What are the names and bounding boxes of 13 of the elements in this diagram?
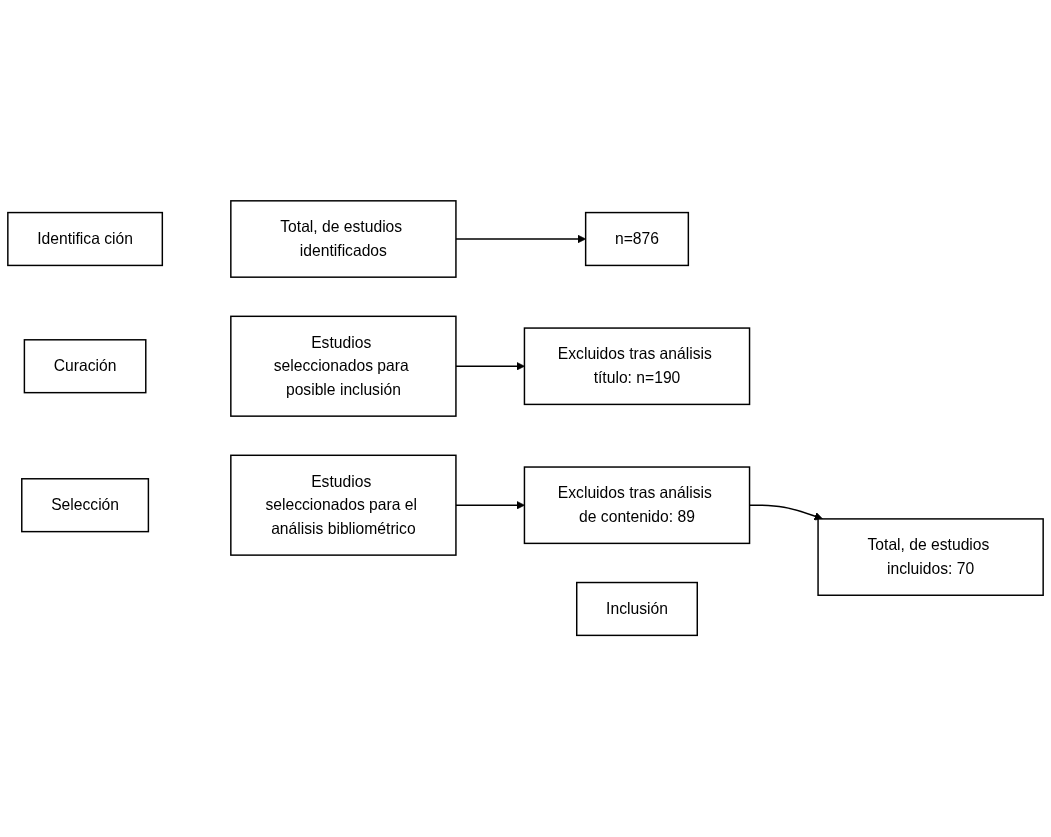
- node-box: n=876: [584, 212, 690, 267]
- node-box: Curación: [23, 339, 147, 394]
- node-box: Identifica ción: [7, 212, 164, 267]
- node-box: Inclusión: [576, 582, 698, 637]
- node-box: Selección: [21, 478, 150, 533]
- node-box: Estudios seleccionados para el análisis bibliométrico: [230, 454, 457, 557]
- arrow: [455, 501, 525, 510]
- arrow: [455, 362, 525, 371]
- node-box: Total, de estudios incluidos: 70: [817, 518, 1044, 597]
- node-box: Estudios seleccionados para posible inclusión: [230, 315, 457, 418]
- node-box: Excluidos tras análisis de contenido: 89: [523, 466, 751, 545]
- node-box: Total, de estudios identificados: [230, 200, 457, 279]
- node-box: Excluidos tras análisis título: n=190: [523, 327, 751, 406]
